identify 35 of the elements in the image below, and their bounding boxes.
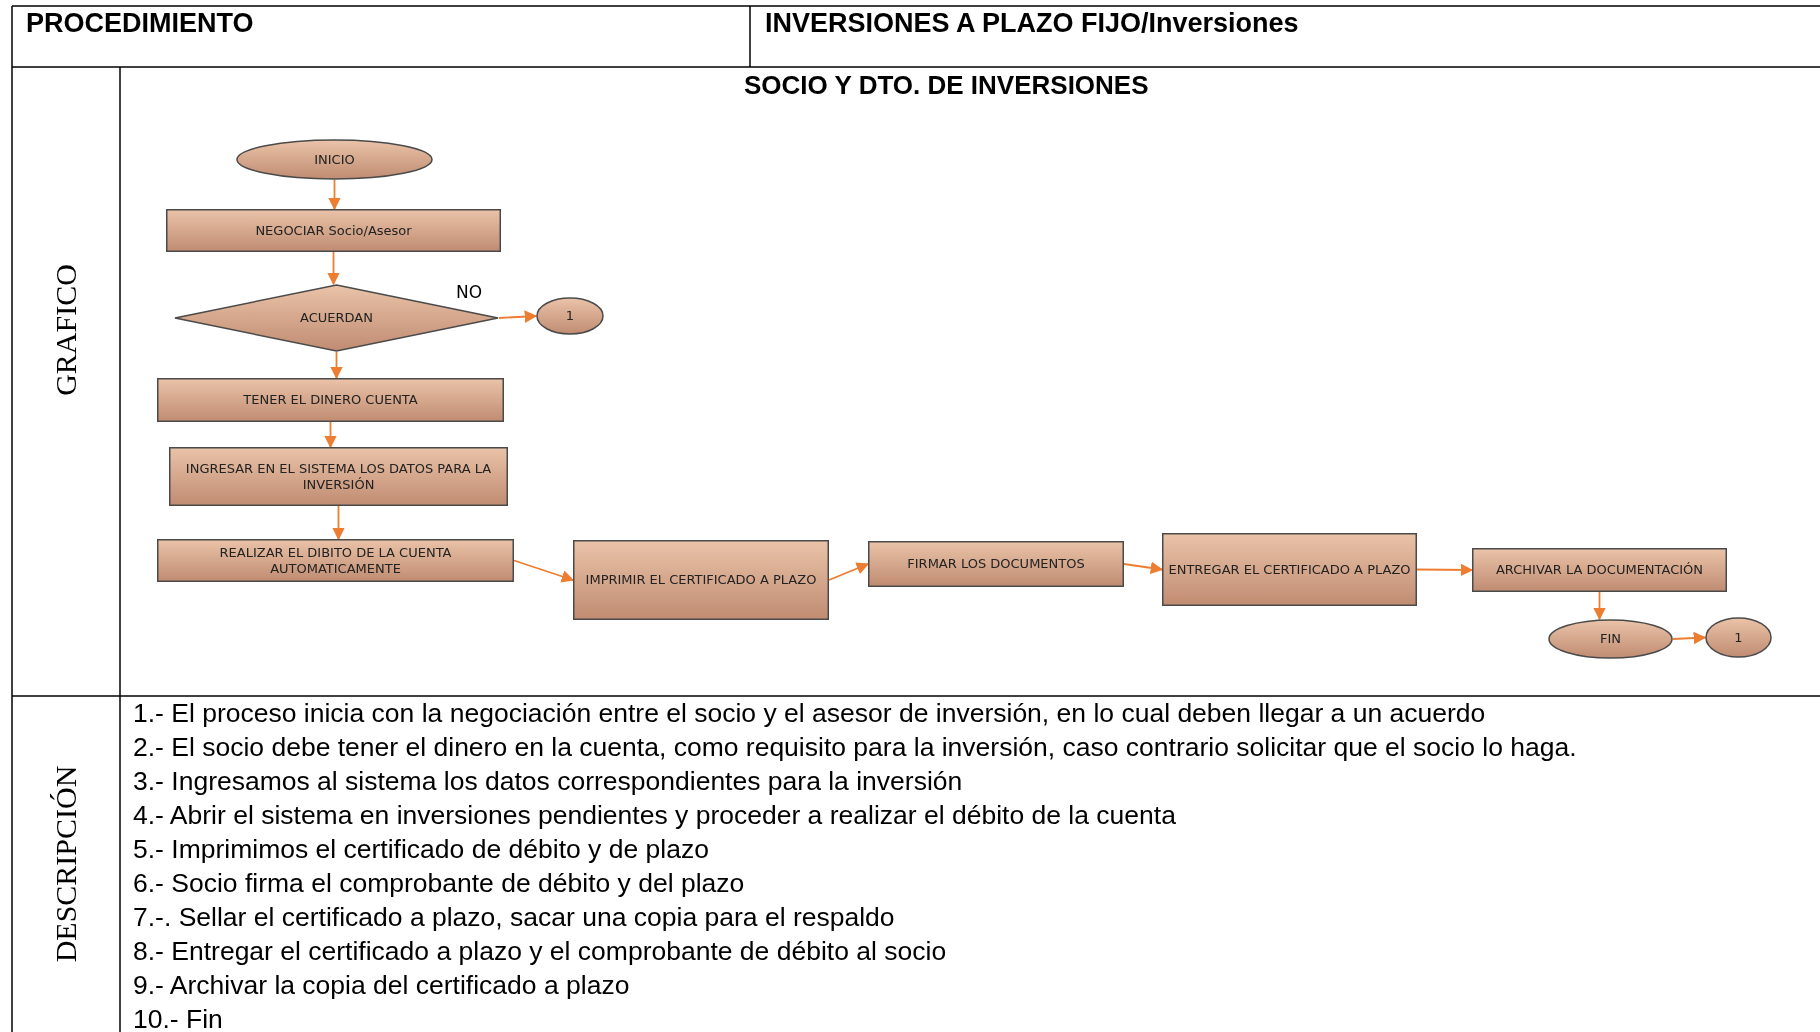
description-line: 3.- Ingresamos al sistema los datos correspondientes para la inversión [133,765,963,797]
terminator-ellipse: FIN [1548,619,1673,659]
arrow [1593,591,1606,621]
description-line: 7.-. Sellar el certificado a plazo, sacar una copia para el respaldo [133,901,895,933]
description-line: 10.- Fin [133,1003,223,1032]
process-box: FIRMAR LOS DOCUMENTOS [868,541,1124,587]
description-line: 5.- Imprimimos el certificado de débito y de plazo [133,833,709,865]
row-label: GRAFICO [48,264,83,396]
description-line: 6.- Socio firma el comprobante de débito y del plazo [133,867,745,899]
description-line: 1.- El proceso inicia con la negociación entre el socio y el asesor de inversión, en lo cual deben llegar a un acuerdo [133,697,1486,729]
process-box: IMPRIMIR EL CERTIFICADO A PLAZO [573,540,829,620]
terminator-ellipse: INICIO [236,139,433,180]
connector-circle: 1 [1705,617,1772,658]
arrow [332,505,345,541]
header-text: INVERSIONES A PLAZO FIJO/Inversiones [765,8,1299,39]
header-text: PROCEDIMIENTO [26,8,254,39]
arrow [1672,631,1707,645]
arrow [327,251,340,286]
section-title: SOCIO Y DTO. DE INVERSIONES [744,70,1149,101]
process-box: NEGOCIAR Socio/Asesor [166,209,501,252]
process-box: ENTREGAR EL CERTIFICADO A PLAZO [1162,533,1417,606]
row-label: DESCRIPCIÓN [48,765,83,963]
description-line: 2.- El socio debe tener el dinero en la cuenta, como requisito para la inversión, caso contrario solicitar que el socio lo haga. [133,731,1577,763]
description-line: 9.- Archivar la copia del certificado a plazo [133,969,630,1001]
process-box: INGRESAR EN EL SISTEMA LOS DATOS PARA LA INVERSIÓN [169,447,508,506]
arrow [328,179,341,211]
connector-circle: 1 [536,297,604,335]
description-line: 4.- Abrir el sistema en inversiones pendientes y proceder a realizar el débito de la cuenta [133,799,1176,831]
arrow [330,351,343,380]
arrow [498,310,538,323]
arrow [324,421,337,449]
description-line: 8.- Entregar el certificado a plazo y el comprobante de débito al socio [133,935,947,967]
process-box: REALIZAR EL DIBITO DE LA CUENTA AUTOMATICAMENTE [157,539,514,582]
process-box: ARCHIVAR LA DOCUMENTACIÓN [1472,548,1727,592]
process-box: TENER EL DINERO CUENTA [157,378,504,422]
